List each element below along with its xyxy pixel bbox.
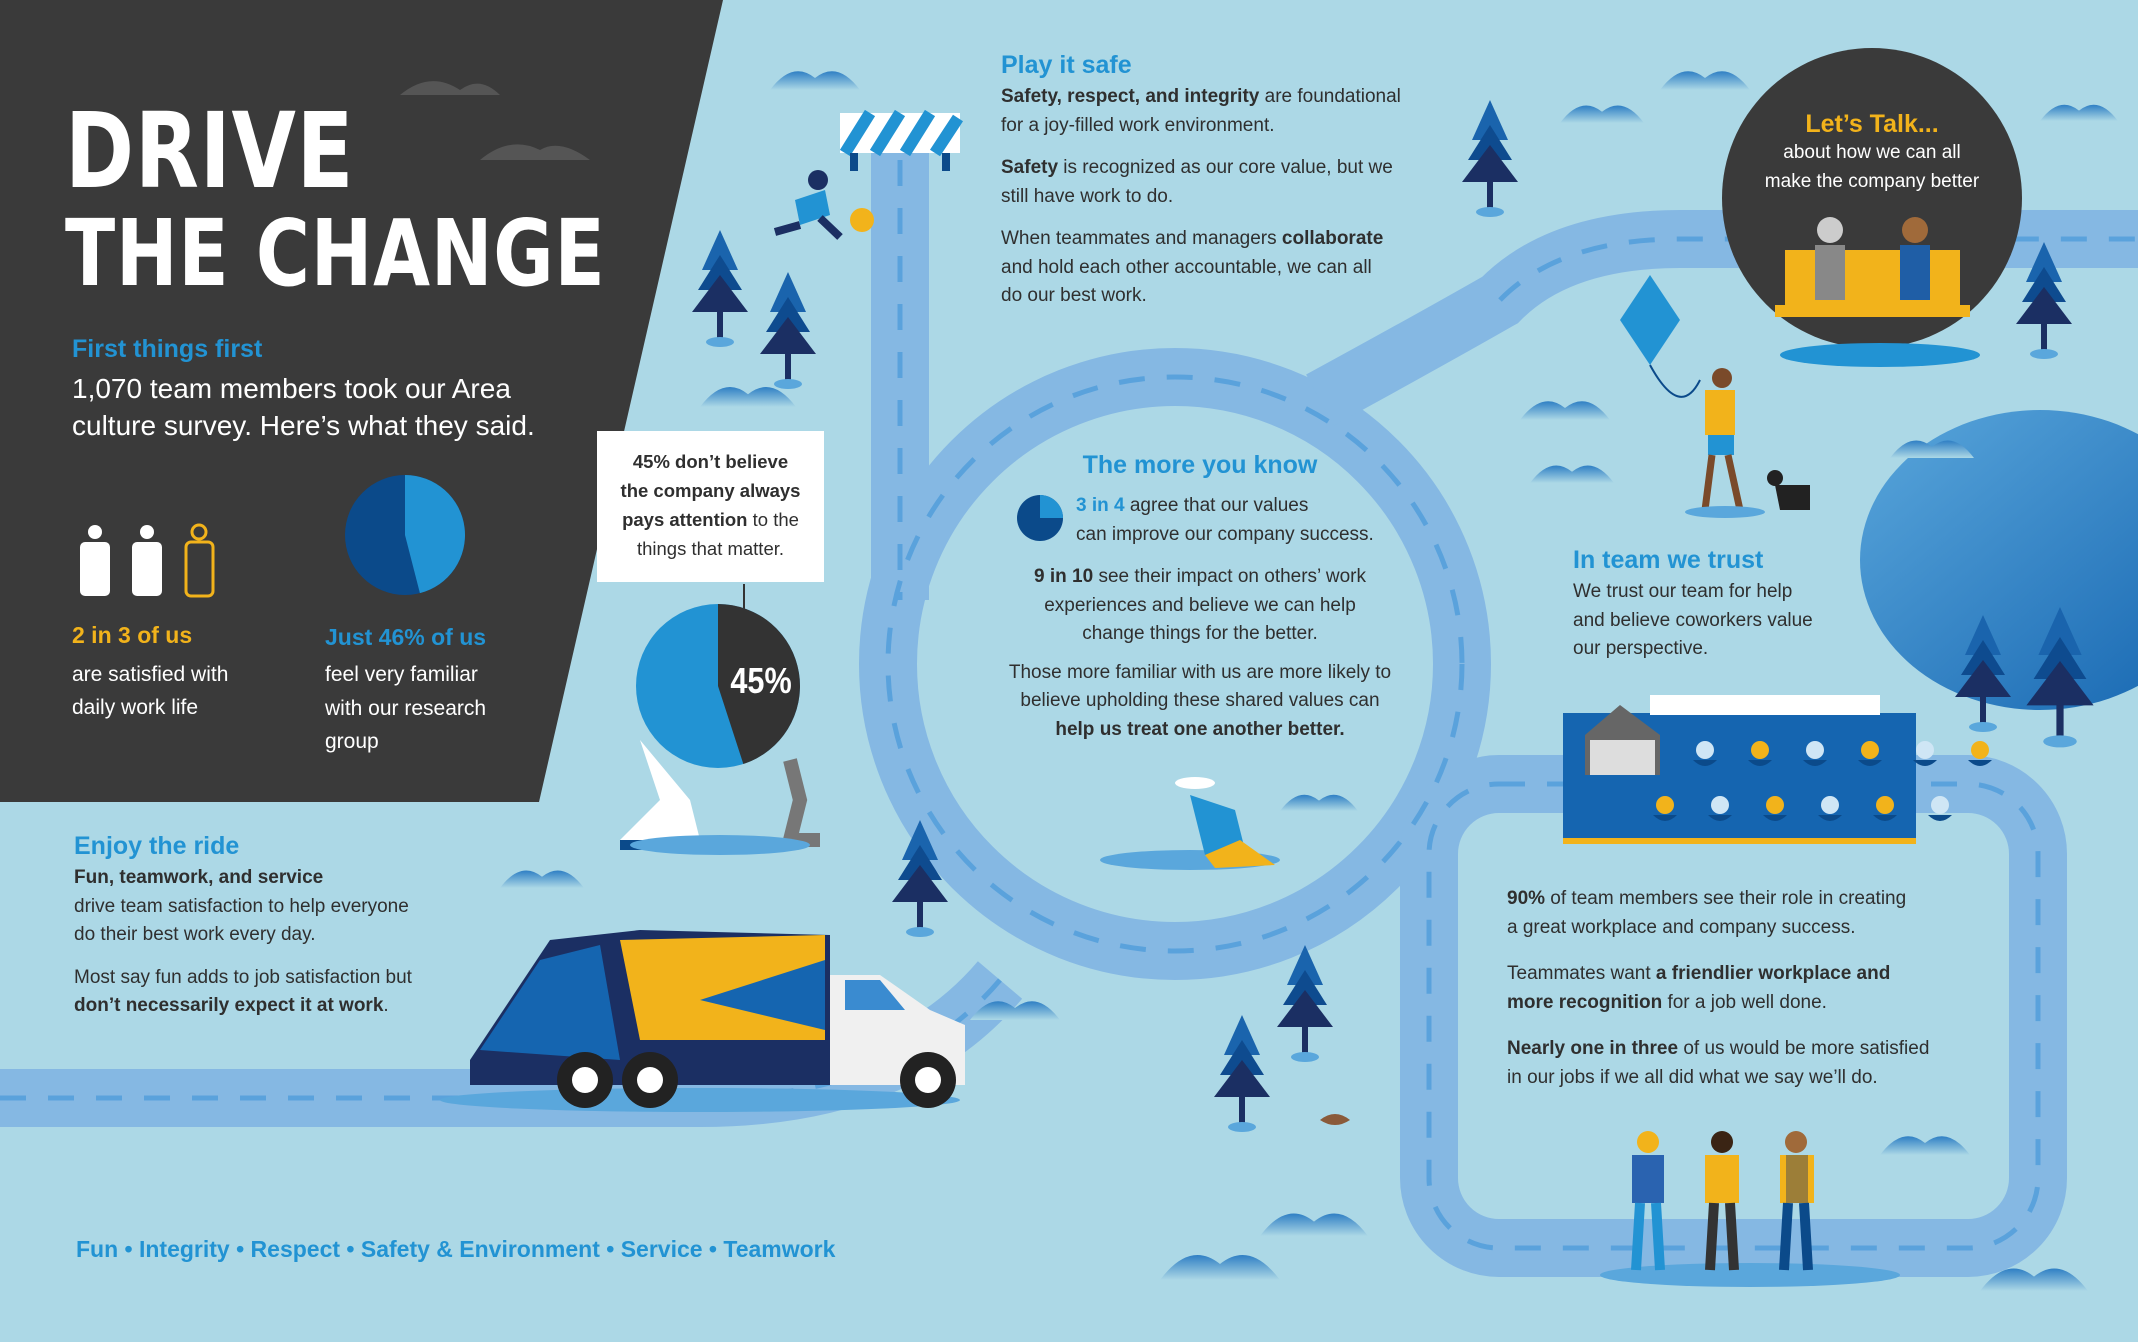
lets-talk-bubble [1722, 48, 2022, 367]
people-icons [80, 523, 215, 598]
play-safe-text: Safety, respect, and integrity are found… [1001, 86, 1401, 306]
child-playing-ball [773, 170, 874, 240]
pie-45-label: 45% [730, 660, 792, 701]
pie-46-percent [345, 475, 465, 595]
people-holding-pie [620, 740, 820, 855]
title-panel [0, 0, 723, 802]
road-barrier [839, 109, 964, 171]
more-know-text: 9 in 10 see their impact on others’ work… [1008, 566, 1392, 740]
team-workers [1600, 1131, 1900, 1287]
garbage-truck [440, 930, 965, 1112]
pie-3-in-4 [1017, 495, 1063, 541]
more-know-heading: The more you know [1082, 451, 1318, 479]
gardener [1100, 777, 1280, 870]
kid-with-kite [1620, 275, 1810, 518]
intro-heading: First things first [72, 335, 263, 363]
trust-heading: In team we trust [1573, 546, 1764, 574]
title-line-1: DRIVE [65, 90, 355, 212]
squirrel [1320, 1114, 1350, 1125]
title-line-2: THE CHANGE [65, 200, 606, 307]
stat-satisfied-headline: 2 in 3 of us [72, 622, 193, 648]
play-safe-heading: Play it safe [1001, 51, 1132, 79]
garden-fence [1563, 695, 1992, 844]
hills [400, 71, 2118, 1291]
enjoy-heading: Enjoy the ride [74, 832, 240, 860]
workplace-text: 90% of team members see their role in cr… [1507, 888, 1930, 1088]
pie-45-percent [636, 604, 800, 768]
company-values-footer: Fun • Integrity • Respect • Safety & Env… [76, 1236, 836, 1262]
stat-familiar-headline: Just 46% of us [325, 624, 487, 650]
